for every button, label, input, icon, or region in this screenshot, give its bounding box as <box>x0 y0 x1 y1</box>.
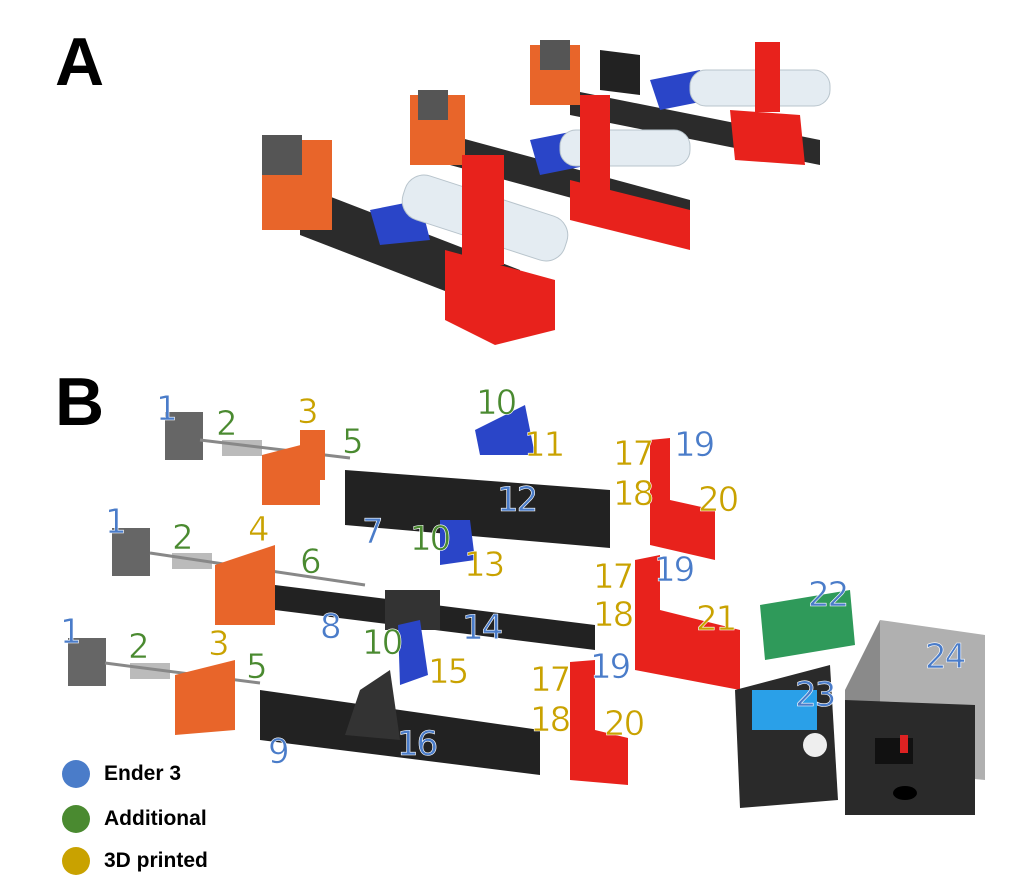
exploded-row-1 <box>165 405 715 565</box>
legend-label: 3D printed <box>104 849 208 872</box>
legend-item-additional: Additional <box>62 805 207 833</box>
part-label: 18 <box>593 595 635 635</box>
part-label: 18 <box>613 474 655 514</box>
part-label: 13 <box>464 545 506 585</box>
part-label: 7 <box>362 512 384 552</box>
panel-label-b: B <box>55 364 105 440</box>
part-label: 16 <box>397 724 439 764</box>
part-label: 11 <box>524 425 566 465</box>
part-label: 2 <box>216 404 238 444</box>
assembled-pump-back <box>530 40 831 165</box>
part-label: 2 <box>172 518 194 558</box>
part-label: 5 <box>342 422 364 462</box>
legend-dot-icon <box>62 847 90 875</box>
part-label: 20 <box>698 480 740 520</box>
legend-item-3d-printed: 3D printed <box>62 847 208 875</box>
part-label: 20 <box>604 704 646 744</box>
legend-item-ender3: Ender 3 <box>62 760 181 788</box>
legend-dot-icon <box>62 805 90 833</box>
part-label: 19 <box>590 647 632 687</box>
part-label: 6 <box>300 542 322 582</box>
part-label: 15 <box>428 652 470 692</box>
part-label: 19 <box>674 425 716 465</box>
part-label: 3 <box>297 392 319 432</box>
part-label: 1 <box>156 389 178 429</box>
part-label: 22 <box>808 575 850 615</box>
part-label: 17 <box>530 660 572 700</box>
part-label: 21 <box>696 599 738 639</box>
part-label: 23 <box>795 675 837 715</box>
electronics <box>735 590 985 815</box>
part-label: 9 <box>268 732 290 772</box>
part-label: 12 <box>497 480 539 520</box>
part-label: 10 <box>362 623 404 663</box>
part-label: 1 <box>105 502 127 542</box>
assembled-pump-front <box>262 135 569 345</box>
part-label: 17 <box>613 434 655 474</box>
assembled-pump-middle <box>410 90 691 250</box>
part-label: 14 <box>462 608 504 648</box>
exploded-row-3 <box>68 638 628 785</box>
part-label: 10 <box>476 383 518 423</box>
part-label: 18 <box>530 700 572 740</box>
legend-label: Ender 3 <box>104 762 182 785</box>
part-label: 4 <box>248 510 270 550</box>
legend-dot-icon <box>62 760 90 788</box>
exploded-row-2 <box>112 528 740 690</box>
part-label: 1 <box>60 612 82 652</box>
part-label: 17 <box>593 557 635 597</box>
part-label: 10 <box>410 519 452 559</box>
part-label: 8 <box>320 607 342 647</box>
panel-label-a: A <box>55 24 105 100</box>
part-label: 5 <box>246 647 268 687</box>
part-label: 3 <box>208 624 230 664</box>
legend-label: Additional <box>104 807 207 830</box>
part-label: 19 <box>654 550 696 590</box>
part-label: 24 <box>925 637 967 677</box>
part-label: 2 <box>128 627 150 667</box>
